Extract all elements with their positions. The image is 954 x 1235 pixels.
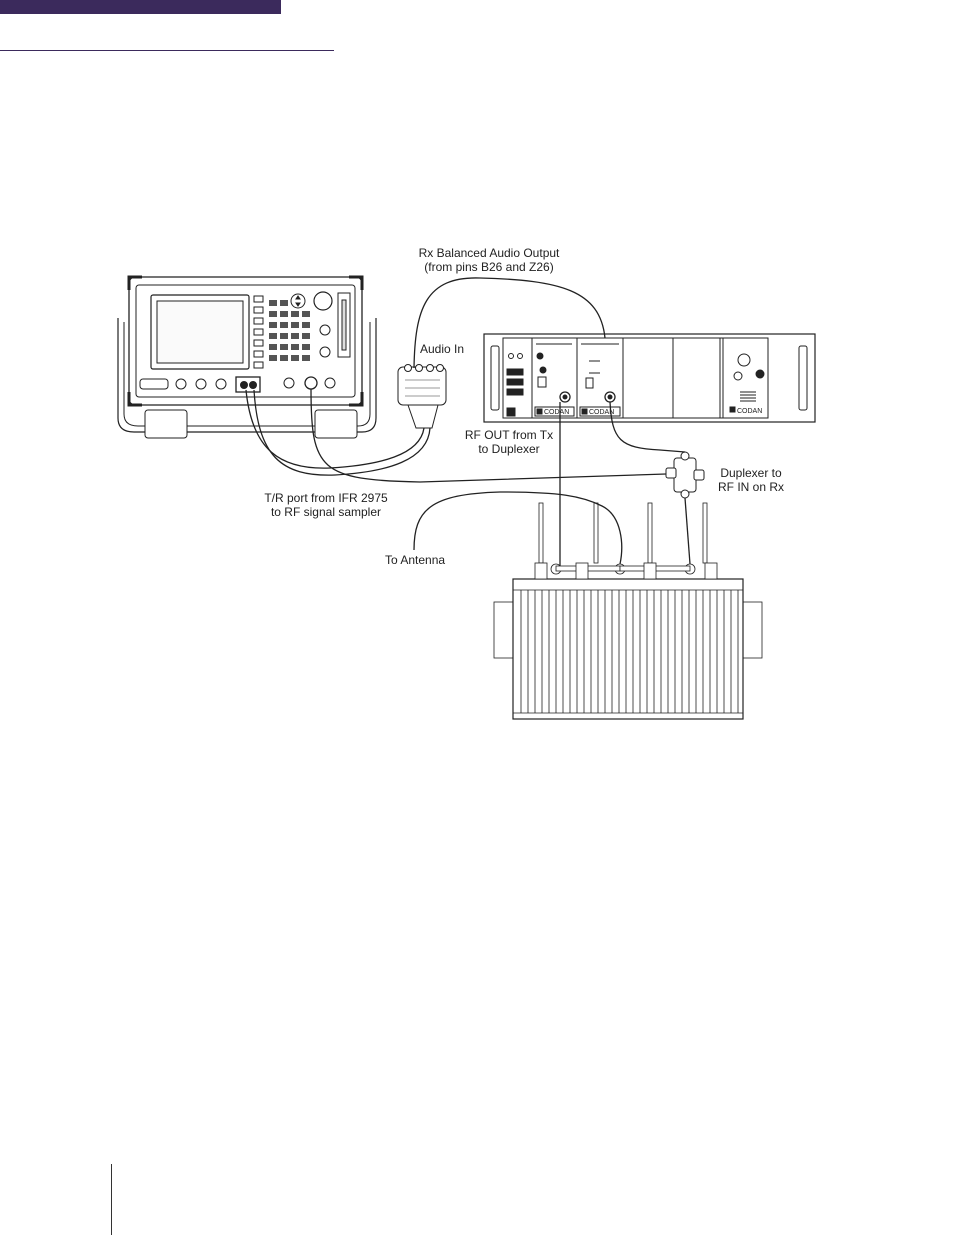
codan-brand-2: CODAN <box>589 409 614 416</box>
label-duplexer-line1: Duplexer to <box>720 466 782 480</box>
tuning-knob <box>313 291 333 311</box>
keypad <box>269 300 310 361</box>
cables <box>245 277 691 566</box>
tr-port-cable <box>310 388 667 483</box>
ifr-2975-test-set <box>117 275 377 439</box>
rx-audio-cable <box>413 277 606 369</box>
header-accent-bar <box>0 0 281 14</box>
antenna-cable <box>413 491 623 565</box>
label-tr-port-line2: to RF signal sampler <box>271 505 381 519</box>
header-rule <box>0 50 334 51</box>
soft-keys <box>253 295 264 369</box>
codan-rack <box>483 333 816 423</box>
rx-rf-in-cable <box>609 401 686 453</box>
label-audio-in: Audio In <box>420 342 464 356</box>
codan-brand-3: CODAN <box>737 408 762 415</box>
label-rf-out-line1: RF OUT from Tx <box>465 428 553 442</box>
audio-in-unit <box>397 364 447 429</box>
label-rf-out-line2: to Duplexer <box>478 442 539 456</box>
label-rx-audio-line2: (from pins B26 and Z26) <box>424 260 553 274</box>
label-rx-audio-line1: Rx Balanced Audio Output <box>419 246 560 260</box>
label-to-antenna: To Antenna <box>385 553 445 567</box>
duplexer-coupler <box>665 451 705 499</box>
footer-margin-rule <box>111 1164 112 1235</box>
label-tr-port-line1: T/R port from IFR 2975 <box>264 491 388 505</box>
label-duplexer-line2: RF IN on Rx <box>718 480 784 494</box>
codan-brand-1: CODAN <box>544 409 569 416</box>
audio-in-cable <box>245 389 425 469</box>
cavity-duplexer <box>493 502 763 720</box>
